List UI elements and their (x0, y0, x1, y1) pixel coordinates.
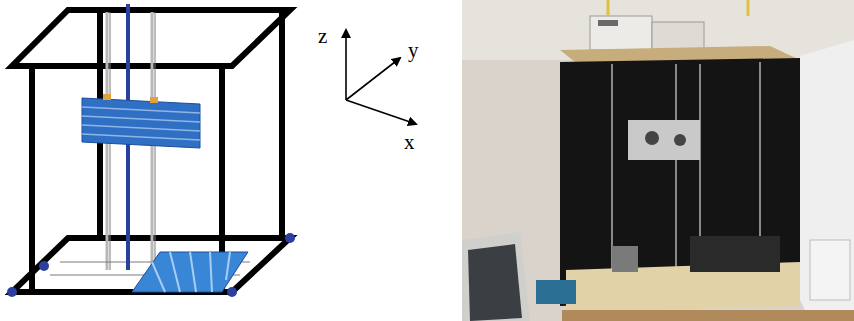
axis-label: x (404, 132, 415, 153)
axis-label: z (318, 26, 327, 47)
axis-label: y (408, 40, 419, 61)
